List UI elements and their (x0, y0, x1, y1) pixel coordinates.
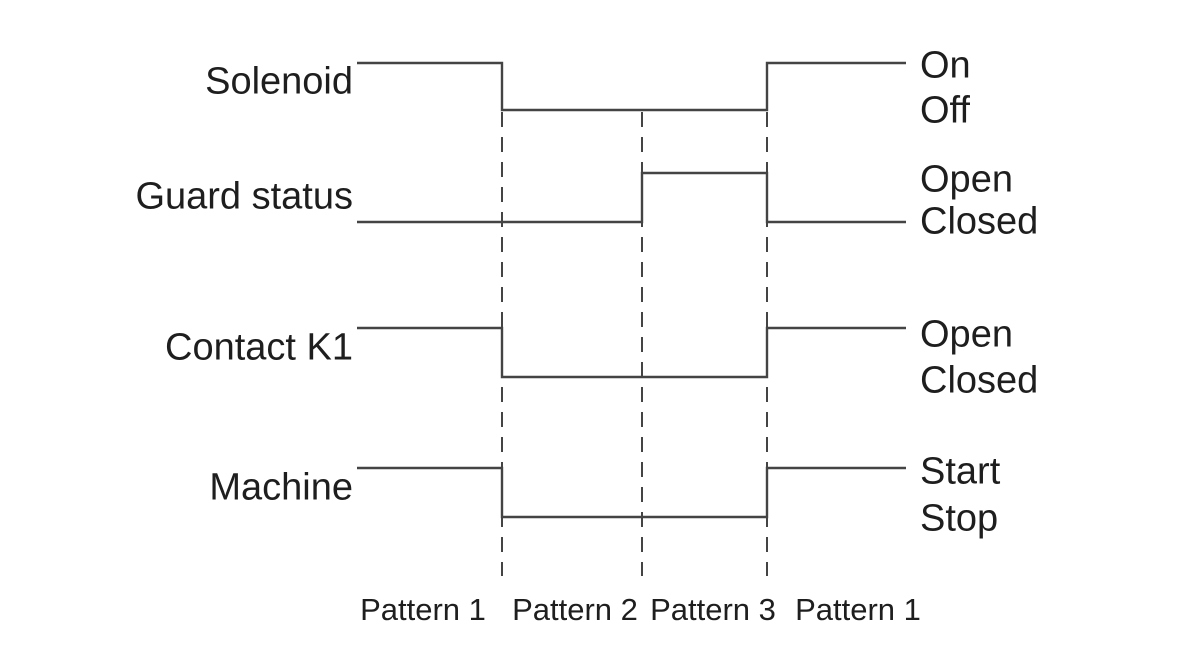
pattern-label-2: Pattern 2 (512, 592, 638, 627)
row-label-contact-k1: Contact K1 (165, 326, 353, 369)
state-label-machine-high: Start (920, 450, 1001, 493)
state-label-machine-low: Stop (920, 497, 999, 540)
state-label-solenoid-low: Off (920, 89, 970, 132)
guard-status-waveform (357, 171, 906, 224)
pattern-label-1: Pattern 1 (360, 592, 486, 627)
state-label-guard-status-low: Closed (920, 200, 1039, 243)
row-label-machine: Machine (209, 466, 353, 509)
state-label-guard-status-high: Open (920, 158, 1013, 201)
contact-k1-waveform (357, 326, 906, 379)
pattern-label-3: Pattern 3 (650, 592, 776, 627)
row-label-solenoid: Solenoid (205, 60, 353, 103)
row-label-guard-status: Guard status (135, 175, 353, 218)
solenoid-waveform (357, 61, 906, 112)
pattern-label-1-repeat: Pattern 1 (795, 592, 921, 627)
machine-waveform (357, 466, 906, 519)
state-label-contact-k1-low: Closed (920, 359, 1039, 402)
state-label-contact-k1-high: Open (920, 313, 1013, 356)
state-label-solenoid-high: On (920, 44, 971, 87)
